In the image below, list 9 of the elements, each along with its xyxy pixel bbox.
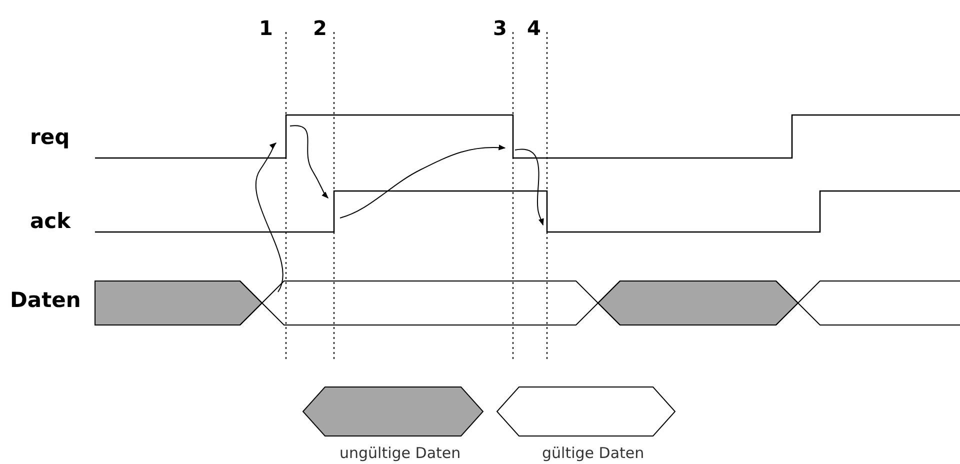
step-number: 1 [259,18,273,38]
step-number: 3 [493,18,507,38]
legend-label: ungültige Daten [340,446,461,461]
signal-name: req [30,127,70,148]
step-number: 4 [527,18,541,38]
signal-name: Daten [10,290,81,311]
legend-label: gültige Daten [542,446,644,461]
step-number: 2 [313,18,327,38]
signal-name: ack [30,211,71,232]
